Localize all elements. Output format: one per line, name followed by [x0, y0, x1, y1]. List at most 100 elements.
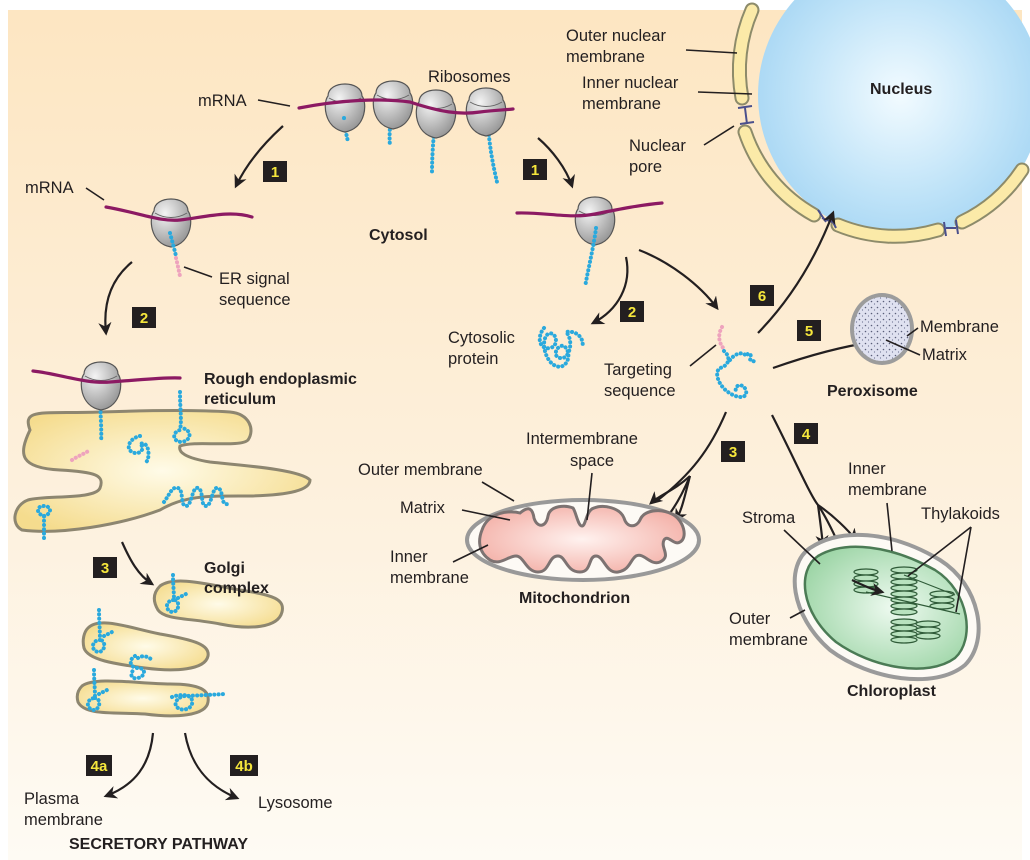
- step-badge-2-left: 2: [132, 307, 156, 328]
- step4-arrow: [771, 414, 819, 506]
- mito-matrix-label: Matrix: [400, 499, 446, 517]
- outer-nuclear-membrane-label: Outer nuclear: [566, 27, 666, 45]
- step-number: 4: [802, 426, 811, 443]
- polypeptide-chain: [583, 226, 598, 289]
- rough-er-label-2: reticulum: [204, 391, 276, 408]
- leader-line: [789, 609, 806, 619]
- leader-line: [885, 339, 921, 356]
- targeting-sequence-label-2: sequence: [604, 382, 676, 400]
- nuclear-pore-label-2: pore: [629, 158, 662, 176]
- peroxisome-label: Peroxisome: [827, 383, 918, 400]
- step-badge-4a: 4a: [86, 755, 112, 776]
- ribosome-icon: [372, 80, 414, 130]
- step1-left-arrow: [234, 125, 284, 189]
- folded-protein-icon: [537, 326, 585, 369]
- leader-line: [697, 91, 753, 95]
- chloroplast: [792, 532, 981, 682]
- golgi-label-2: complex: [204, 580, 269, 597]
- peroxisome-matrix-label: Matrix: [922, 346, 968, 364]
- step-badge-3-left: 3: [93, 557, 117, 578]
- er-signal-sequence-label-2: sequence: [219, 291, 291, 309]
- step-badge-5: 5: [797, 320, 821, 341]
- er-targeted-ribosome: [104, 198, 254, 278]
- step4b-arrow: [183, 732, 240, 801]
- step-badge-1-left: 1: [263, 161, 287, 182]
- thylakoids-label: Thylakoids: [921, 505, 1000, 523]
- chloro-inner-membrane-label: Inner: [848, 460, 886, 478]
- step-number: 1: [531, 162, 539, 179]
- step-number: 3: [729, 444, 737, 461]
- ribosome-icon: [415, 89, 457, 139]
- polypeptide-chain: [168, 231, 178, 258]
- cytosolic-protein: [537, 326, 585, 369]
- ribosome-icon: [324, 83, 366, 133]
- peroxisome: [850, 293, 914, 365]
- cytosolic-protein-label: Cytosolic: [448, 329, 515, 347]
- folded-protein-icon: [36, 503, 52, 540]
- mrna-strand: [297, 98, 515, 115]
- chloro-outer-membrane-label: Outer: [729, 610, 771, 628]
- targeting-sequence: [717, 325, 726, 351]
- stroma-label: Stroma: [742, 509, 796, 527]
- chloro-outer-membrane-label-2: membrane: [729, 631, 808, 649]
- secretory-pathway-label: SECRETORY PATHWAY: [69, 836, 248, 853]
- leader-line: [461, 509, 511, 521]
- mito-inner-membrane-label: Inner: [390, 548, 428, 566]
- step-badge-2-right: 2: [620, 301, 644, 322]
- step-badge-3-right: 3: [721, 441, 745, 462]
- chloro-inner-membrane-label-2: membrane: [848, 481, 927, 499]
- thylakoid-stacks: [853, 566, 961, 644]
- folded-protein-icon: [128, 654, 154, 681]
- targeting-sequence-label: Targeting: [604, 361, 672, 379]
- step6-arrow: [757, 210, 836, 334]
- rough-er-label: Rough endoplasmic: [204, 371, 357, 388]
- leader-line: [907, 526, 972, 577]
- thylakoid-arrow: [851, 579, 885, 596]
- ribosome-icon: [80, 361, 122, 411]
- step-number: 3: [101, 560, 109, 577]
- inner-nuclear-membrane-label: Inner nuclear: [582, 74, 679, 92]
- step-badge-6: 6: [750, 285, 774, 306]
- nucleus-label: Nucleus: [870, 81, 932, 98]
- folded-protein-icon: [170, 692, 228, 712]
- outer-nuclear-membrane-label-2: membrane: [566, 48, 645, 66]
- cleaved-signal: [70, 448, 92, 462]
- leader-line: [685, 49, 738, 54]
- inner-nuclear-membrane-label-2: membrane: [582, 95, 661, 113]
- step-badge-1-right: 1: [523, 159, 547, 180]
- mrna-label-left: mRNA: [25, 179, 74, 197]
- nuclear-pore-label: Nuclear: [629, 137, 686, 155]
- leader-line: [689, 344, 717, 367]
- step-number: 2: [140, 310, 148, 327]
- step-badge-4: 4: [794, 423, 818, 444]
- mrna-strand: [104, 205, 254, 222]
- targeted-protein-arrow: [638, 248, 719, 311]
- targeted-protein: [715, 325, 758, 399]
- plasma-membrane-label: Plasma: [24, 790, 80, 808]
- leader-line: [955, 526, 972, 613]
- step-number: 6: [758, 288, 766, 305]
- nucleus: Nucleus: [731, 0, 1030, 244]
- leader-line: [783, 529, 821, 565]
- intermembrane-space-label: Intermembrane: [526, 430, 638, 448]
- leader-line: [257, 99, 291, 107]
- cytosolic-protein-label-2: protein: [448, 350, 498, 368]
- leader-line: [183, 266, 213, 278]
- step-number: 2: [628, 304, 636, 321]
- golgi-complex: [75, 573, 284, 718]
- mitochondrion-label: Mitochondrion: [519, 590, 630, 607]
- leader-line: [886, 502, 893, 552]
- step1-right-arrow: [537, 137, 575, 189]
- folded-protein-icon: [86, 668, 109, 713]
- ribosomes-label: Ribosomes: [428, 68, 511, 86]
- mrna-label-top: mRNA: [198, 92, 247, 110]
- cytosol-label: Cytosol: [369, 227, 428, 244]
- step3-left-arrow: [120, 541, 155, 586]
- mito-inner-membrane-label-2: membrane: [390, 569, 469, 587]
- plasma-membrane-label-2: membrane: [24, 811, 103, 829]
- step2-left-arrow: [98, 261, 133, 336]
- polypeptide-chain: [715, 349, 758, 399]
- step-number: 1: [271, 164, 279, 181]
- folded-protein-icon: [91, 608, 114, 655]
